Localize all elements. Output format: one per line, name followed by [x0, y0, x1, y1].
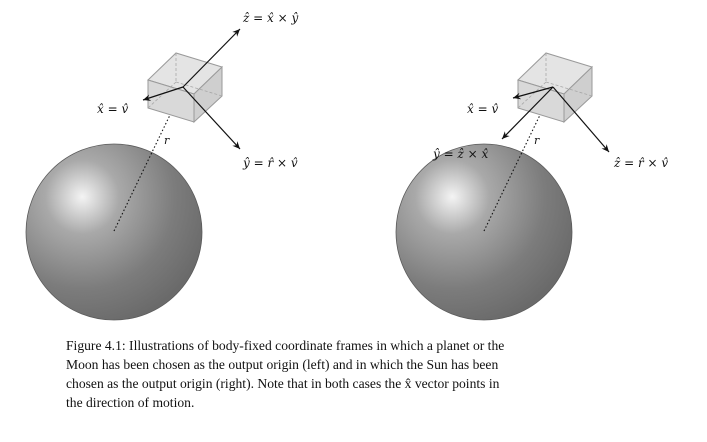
y-axis-arrow-left — [182, 86, 241, 150]
left-panel: ẑ = x̂ × ŷ x̂ = v̂ ŷ = r̂ × v̂ r — [25, 11, 298, 321]
y-axis-label-left: ŷ = r̂ × v̂ — [242, 156, 298, 170]
z-axis-arrow-left — [182, 28, 241, 88]
y-axis-arrow-right — [501, 86, 554, 140]
caption-line-4: the direction of motion. — [66, 395, 195, 410]
radius-line-right — [483, 87, 554, 232]
x-axis-label-right: x̂ = v̂ — [467, 102, 499, 116]
caption-line-3: chosen as the output origin (right). Not… — [66, 376, 500, 391]
x-axis-label-left: x̂ = v̂ — [97, 102, 129, 116]
spacecraft-cube-right — [517, 52, 593, 124]
caption-line-1: Figure 4.1: Illustrations of body-fixed … — [66, 338, 505, 353]
x-axis-arrow-left — [142, 86, 184, 101]
spacecraft-cube-left — [147, 52, 223, 124]
figure-caption: Figure 4.1: Illustrations of body-fixed … — [66, 336, 656, 412]
planet-sphere-left — [25, 143, 203, 321]
planet-sphere-right — [395, 143, 573, 321]
figure-illustration: ẑ = x̂ × ŷ x̂ = v̂ ŷ = r̂ × v̂ r x̂ = v̂… — [25, 11, 668, 321]
y-axis-label-right: ŷ = ẑ × x̂ — [432, 147, 489, 161]
right-panel: x̂ = v̂ ŷ = ẑ × x̂ ẑ = r̂ × v̂ r — [395, 52, 668, 321]
radius-line-left — [113, 87, 184, 232]
z-axis-label-left: ẑ = x̂ × ŷ — [242, 11, 298, 25]
z-axis-arrow-right — [552, 86, 610, 153]
caption-line-2: Moon has been chosen as the output origi… — [66, 357, 499, 372]
r-label-right: r — [534, 134, 540, 147]
r-label-left: r — [164, 134, 170, 147]
z-axis-label-right: ẑ = r̂ × v̂ — [613, 156, 668, 170]
x-axis-arrow-right — [512, 86, 554, 100]
